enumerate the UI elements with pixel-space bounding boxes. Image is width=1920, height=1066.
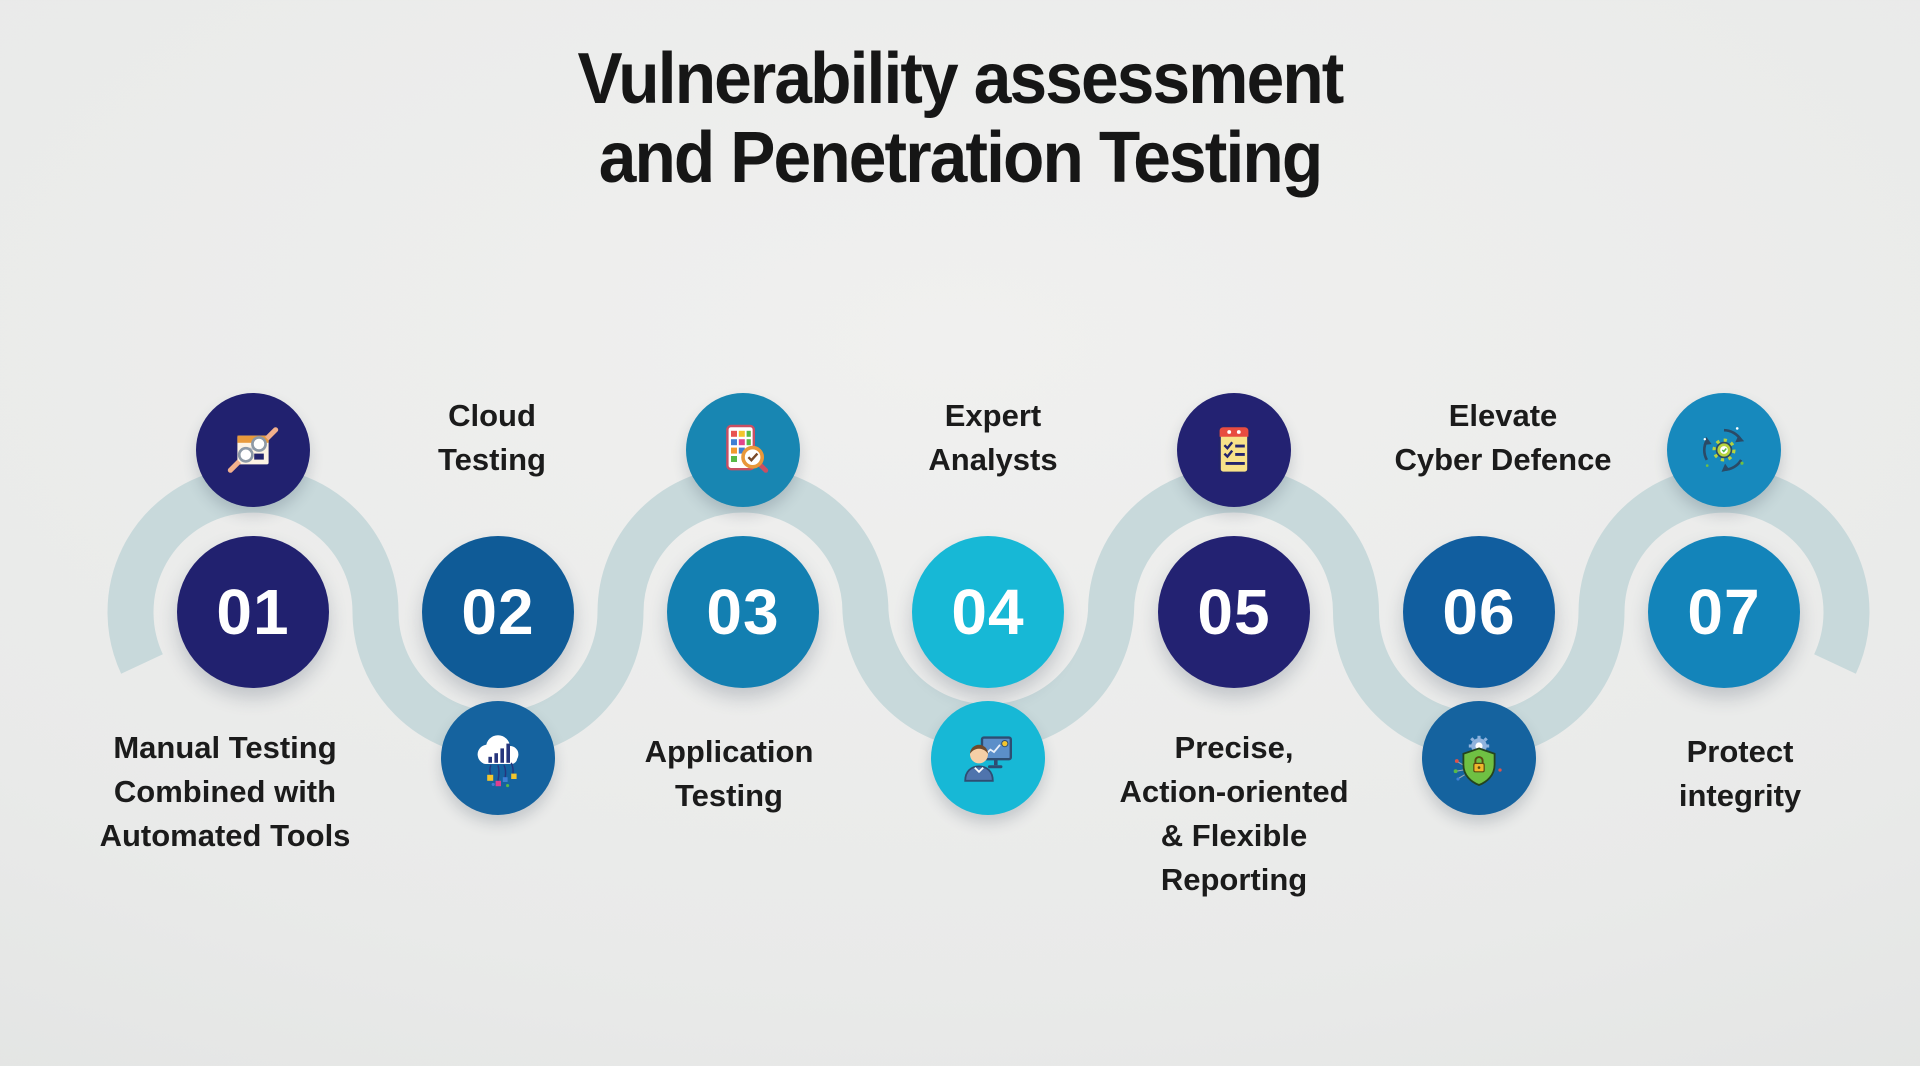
step-02-label: Cloud Testing: [438, 398, 546, 477]
step-04-label: Expert Analysts: [928, 398, 1058, 477]
step-06-label: Elevate Cyber Defence: [1394, 398, 1612, 477]
step-07-label: Protect integrity: [1678, 734, 1802, 813]
shield-lock-icon: [1453, 735, 1502, 786]
step-05-icon-circle: [1177, 393, 1291, 507]
page-title-line-1: Vulnerability assessment: [577, 39, 1345, 119]
step-03-label: Application Testing: [644, 734, 814, 813]
step-03-icon-circle: [686, 393, 800, 507]
cycle-gear-icon: [1695, 427, 1745, 479]
analyst-monitor-icon: [964, 736, 1012, 782]
application-testing-icon: [726, 424, 769, 473]
page-title: Vulnerability assessment and Penetration…: [58, 40, 1863, 198]
page-title-line-2: and Penetration Testing: [598, 118, 1324, 198]
step-04-number-circle: 04: [912, 536, 1064, 688]
cloud-analytics-icon: [477, 735, 519, 788]
step-04-number: 04: [951, 576, 1025, 648]
step-01-number-circle: 01: [177, 536, 329, 688]
step-05-number: 05: [1197, 576, 1271, 648]
step-02-icon-circle: [441, 701, 555, 815]
checklist-icon: [1218, 426, 1250, 474]
step-01-label: Manual Testing Combined with Automated T…: [99, 730, 351, 853]
step-07-icon-circle: [1667, 393, 1781, 507]
step-02-number-circle: 02: [422, 536, 574, 688]
magnifier-document-icon: [227, 427, 279, 473]
step-01-icon-circle: [196, 393, 310, 507]
step-02-number: 02: [461, 576, 535, 648]
step-05-number-circle: 05: [1158, 536, 1310, 688]
step-07-number: 07: [1687, 576, 1761, 648]
step-04-icon-circle: [931, 701, 1045, 815]
step-06-icon-circle: [1422, 701, 1536, 815]
step-01-number: 01: [216, 576, 290, 648]
step-06-number-circle: 06: [1403, 536, 1555, 688]
step-07-number-circle: 07: [1648, 536, 1800, 688]
step-03-number-circle: 03: [667, 536, 819, 688]
step-05-label: Precise, Action-oriented & Flexible Repo…: [1119, 730, 1349, 897]
step-06-number: 06: [1442, 576, 1516, 648]
step-03-number: 03: [706, 576, 780, 648]
